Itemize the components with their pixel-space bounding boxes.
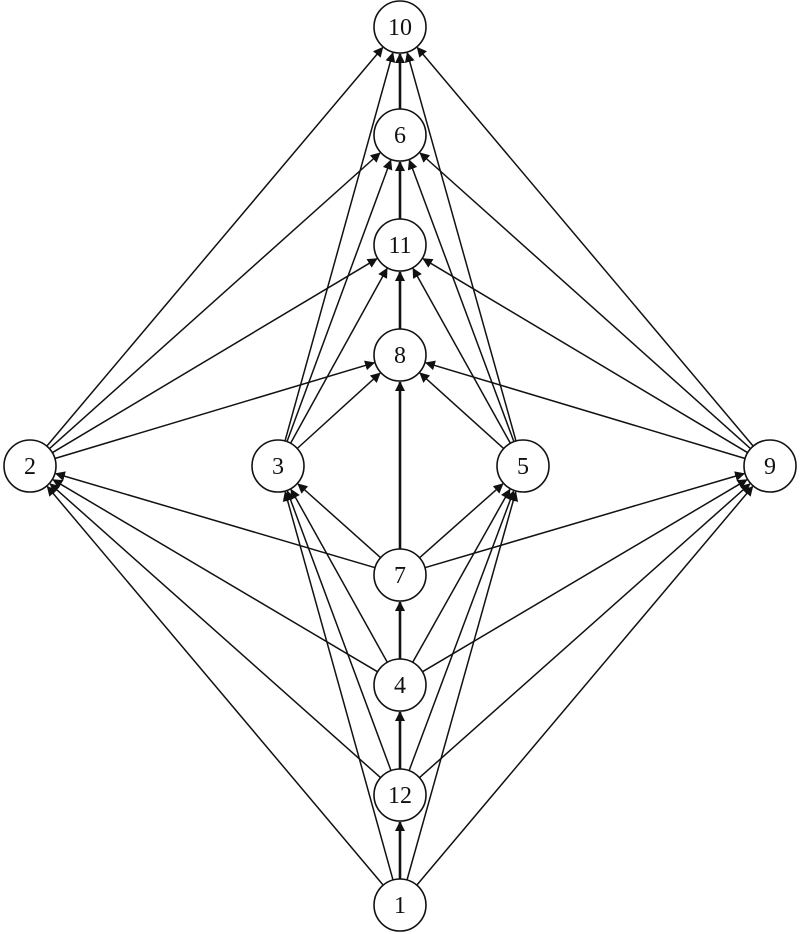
edge-7-to-5 bbox=[419, 483, 504, 559]
edge-12-to-2 bbox=[49, 483, 382, 779]
edge-3-to-6 bbox=[286, 159, 393, 442]
edge-3-to-8 bbox=[296, 372, 381, 450]
node-circle bbox=[373, 328, 427, 382]
node-circle bbox=[373, 0, 427, 54]
node-circle bbox=[3, 439, 57, 493]
edge-5-to-6 bbox=[407, 159, 515, 442]
node-label: 1 bbox=[394, 893, 406, 919]
edge-4-to-5 bbox=[412, 488, 511, 663]
node-circle bbox=[373, 768, 427, 822]
node-9: 9 bbox=[743, 439, 797, 493]
edge-7-to-3 bbox=[297, 483, 382, 559]
edge-5-to-11 bbox=[412, 267, 512, 444]
node-8: 8 bbox=[373, 328, 427, 382]
node-circle bbox=[251, 439, 305, 493]
node-circle bbox=[373, 658, 427, 712]
node-label: 3 bbox=[272, 454, 284, 480]
edge-4-to-9 bbox=[422, 479, 748, 673]
edge-12-to-9 bbox=[418, 483, 751, 779]
edge-1-to-2 bbox=[46, 485, 384, 886]
edge-7-to-9 bbox=[424, 471, 746, 569]
node-circle bbox=[373, 878, 427, 932]
node-5: 5 bbox=[496, 439, 550, 493]
edge-9-to-11 bbox=[422, 258, 749, 454]
node-label: 10 bbox=[388, 15, 412, 41]
edge-7-to-2 bbox=[54, 471, 376, 569]
edge-9-to-6 bbox=[419, 152, 752, 450]
node-11: 11 bbox=[373, 218, 427, 272]
edge-9-to-8 bbox=[424, 360, 746, 460]
node-label: 6 bbox=[394, 123, 406, 149]
edge-2-to-11 bbox=[51, 258, 378, 454]
node-12: 12 bbox=[373, 768, 427, 822]
node-circle bbox=[496, 439, 550, 493]
edge-5-to-10 bbox=[404, 52, 517, 442]
node-circle bbox=[373, 548, 427, 602]
node-label: 12 bbox=[388, 783, 412, 809]
edges-layer bbox=[46, 46, 754, 886]
edge-4-to-2 bbox=[52, 479, 378, 673]
edge-4-to-3 bbox=[290, 488, 388, 663]
edge-1-to-9 bbox=[416, 485, 754, 886]
node-2: 2 bbox=[3, 439, 57, 493]
edge-2-to-10 bbox=[46, 46, 384, 447]
node-label: 4 bbox=[394, 673, 406, 699]
edge-1-to-3 bbox=[282, 491, 394, 881]
edge-2-to-6 bbox=[48, 152, 381, 450]
node-circle bbox=[743, 439, 797, 493]
edge-9-to-10 bbox=[416, 46, 754, 447]
edge-2-to-8 bbox=[54, 360, 376, 460]
edge-5-to-8 bbox=[419, 372, 505, 450]
node-4: 4 bbox=[373, 658, 427, 712]
node-label: 8 bbox=[394, 343, 406, 369]
node-7: 7 bbox=[373, 548, 427, 602]
nodes-layer: 10 6 11 8 2 3 5 9 7 4 12 1 bbox=[3, 0, 797, 932]
node-10: 10 bbox=[373, 0, 427, 54]
edge-3-to-11 bbox=[289, 267, 388, 444]
edge-12-to-3 bbox=[285, 490, 392, 771]
edge-3-to-10 bbox=[284, 52, 396, 442]
node-1: 1 bbox=[373, 878, 427, 932]
node-6: 6 bbox=[373, 108, 427, 162]
node-label: 9 bbox=[764, 454, 776, 480]
node-label: 2 bbox=[24, 454, 36, 480]
node-3: 3 bbox=[251, 439, 305, 493]
node-label: 11 bbox=[388, 233, 411, 259]
node-label: 5 bbox=[517, 454, 529, 480]
node-circle bbox=[373, 108, 427, 162]
edge-12-to-5 bbox=[408, 490, 516, 771]
node-circle bbox=[373, 218, 427, 272]
node-label: 7 bbox=[394, 563, 406, 589]
edge-1-to-5 bbox=[406, 491, 519, 881]
